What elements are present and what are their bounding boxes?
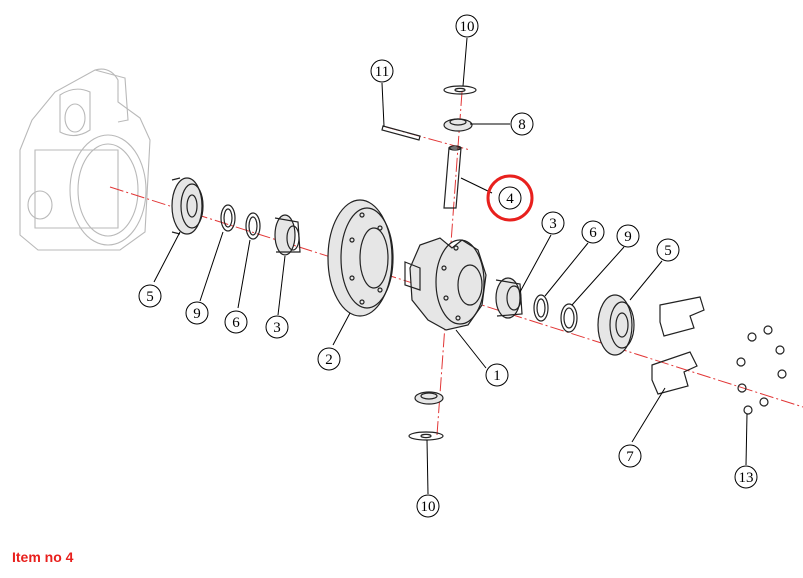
svg-text:10: 10 bbox=[460, 19, 475, 35]
callout-6-left: 6 bbox=[224, 310, 248, 334]
svg-text:6: 6 bbox=[232, 315, 240, 331]
callout-10-bottom: 10 bbox=[416, 494, 440, 518]
svg-text:2: 2 bbox=[325, 352, 333, 368]
svg-text:7: 7 bbox=[626, 449, 634, 465]
svg-text:8: 8 bbox=[518, 117, 526, 133]
nuts bbox=[736, 325, 787, 415]
callout-8: 8 bbox=[510, 112, 534, 136]
svg-text:11: 11 bbox=[375, 64, 389, 80]
svg-text:5: 5 bbox=[664, 243, 672, 259]
lock-plates bbox=[651, 296, 705, 395]
thrust-washer-bottom bbox=[408, 431, 444, 441]
pinion-gear-bottom bbox=[414, 391, 444, 405]
callout-2: 2 bbox=[317, 347, 341, 371]
pinion-gear-top bbox=[443, 118, 473, 132]
gearbox-housing-ghost bbox=[19, 68, 151, 251]
callout-4-highlighted: 4 bbox=[486, 174, 534, 222]
svg-text:1: 1 bbox=[493, 368, 501, 384]
callout-9-right: 9 bbox=[616, 224, 640, 248]
callout-13: 13 bbox=[734, 465, 758, 489]
callout-6-right: 6 bbox=[581, 220, 605, 244]
svg-text:3: 3 bbox=[273, 320, 281, 336]
lock-pin bbox=[381, 125, 421, 141]
callout-5-right: 5 bbox=[656, 238, 680, 262]
shim-right bbox=[560, 303, 578, 333]
callout-3-right: 3 bbox=[541, 211, 565, 235]
bearing-right bbox=[597, 294, 635, 356]
svg-text:10: 10 bbox=[421, 499, 436, 515]
svg-text:13: 13 bbox=[739, 470, 754, 486]
side-gear-left bbox=[274, 214, 301, 256]
callout-1: 1 bbox=[485, 363, 509, 387]
thrust-washer-top bbox=[443, 85, 477, 95]
leader-lines bbox=[153, 37, 748, 495]
washer-right bbox=[533, 294, 549, 322]
callout-9-left: 9 bbox=[185, 301, 209, 325]
shim-left bbox=[220, 204, 236, 232]
differential-case bbox=[404, 237, 487, 331]
callout-10-top: 10 bbox=[455, 14, 479, 38]
callout-11: 11 bbox=[370, 59, 394, 83]
callout-7: 7 bbox=[618, 444, 642, 468]
svg-text:4: 4 bbox=[506, 191, 514, 207]
svg-text:3: 3 bbox=[549, 216, 557, 232]
highlight-ring bbox=[486, 174, 534, 222]
svg-text:5: 5 bbox=[146, 289, 154, 305]
bearing-left bbox=[171, 177, 204, 235]
svg-text:6: 6 bbox=[589, 225, 597, 241]
pinion-shaft bbox=[443, 145, 462, 209]
svg-text:9: 9 bbox=[193, 306, 201, 322]
item-caption: Item no 4 bbox=[12, 549, 74, 565]
svg-text:9: 9 bbox=[624, 229, 632, 245]
ring-flange bbox=[327, 199, 394, 317]
washer-left bbox=[245, 212, 261, 240]
side-gear-right bbox=[495, 277, 523, 319]
exploded-view-drawing: 10 11 8 4 3 6 9 5 5 9 6 3 bbox=[19, 14, 803, 518]
callout-5-left: 5 bbox=[138, 284, 162, 308]
callout-3-left: 3 bbox=[265, 315, 289, 339]
